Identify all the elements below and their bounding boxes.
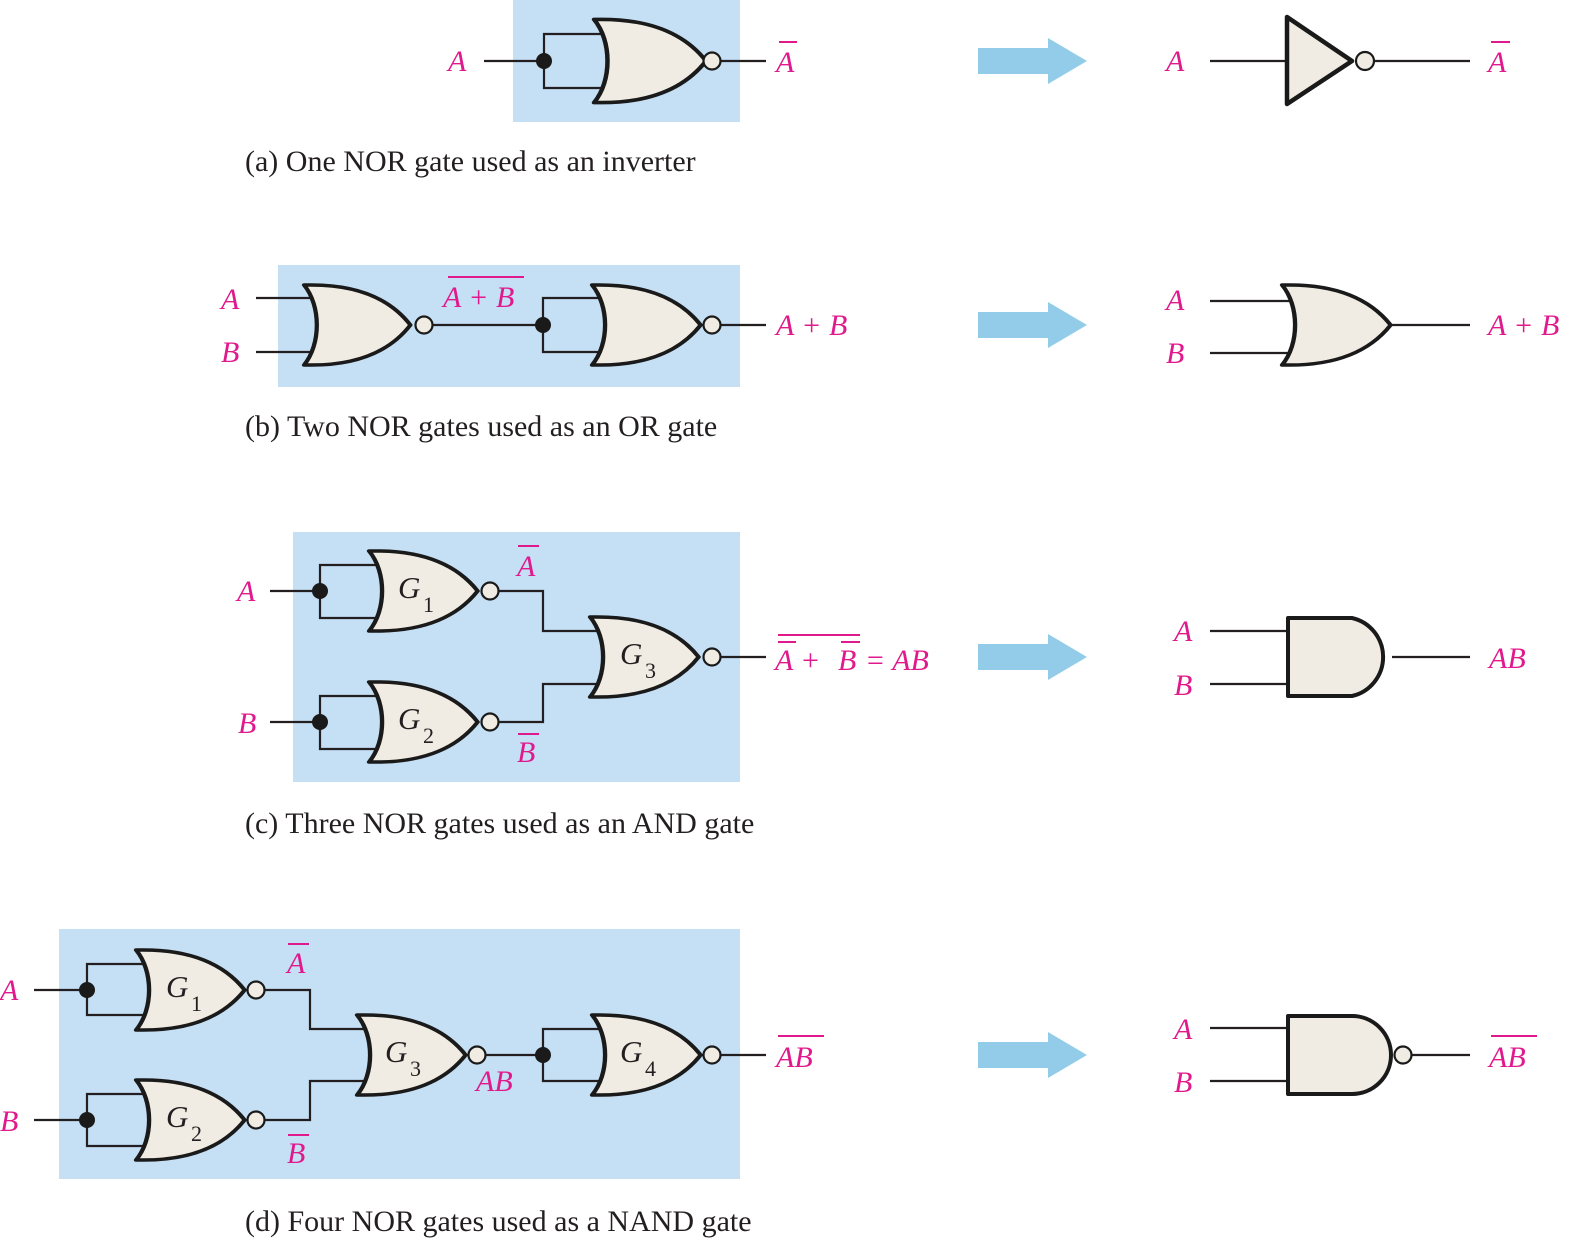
input-label-a: A <box>235 575 256 608</box>
equiv-input-label-a: A <box>1164 284 1185 317</box>
output-label-ab-bar: AB <box>774 1041 813 1074</box>
panel-c: G 1 G 2 G 3 A B A B A + B = AB (c) <box>235 532 1526 840</box>
equiv-input-label-b: B <box>1174 1066 1192 1099</box>
arrow-right-icon <box>978 302 1087 348</box>
caption-a: (a) One NOR gate used as an inverter <box>245 145 696 178</box>
equiv-output-label: AB <box>1487 1041 1526 1074</box>
input-label-a: A <box>446 45 467 78</box>
inversion-bubble-2 <box>702 315 722 335</box>
input-label-b: B <box>221 336 239 369</box>
gate-label-g1: G <box>166 969 188 1004</box>
equiv-output-label: AB <box>1487 642 1526 675</box>
and-gate <box>1286 616 1386 698</box>
equivalent-inverter: A A <box>1164 14 1510 107</box>
output-term-a: A <box>773 644 794 677</box>
inversion-bubble-g2 <box>480 712 500 732</box>
input-label-b: B <box>0 1105 18 1138</box>
gate-sub-g1: 1 <box>191 991 202 1016</box>
equivalent-nand-gate: A B AB <box>1172 1013 1537 1099</box>
inversion-bubble-g3 <box>467 1045 487 1065</box>
gate-sub-g3: 3 <box>410 1056 421 1081</box>
equiv-output-label: A <box>1486 46 1507 79</box>
output-plus: + <box>802 644 819 677</box>
equiv-input-label-b: B <box>1174 669 1192 702</box>
intermediate-label-b-bar: B <box>517 736 535 769</box>
gate-sub-g4: 4 <box>645 1056 656 1081</box>
gate-sub-g2: 2 <box>423 723 434 748</box>
gate-label-g3: G <box>385 1034 407 1069</box>
wire-g1-to-g3 <box>265 988 366 1031</box>
intermediate-label-a-bar: A <box>285 947 306 980</box>
junction-dot <box>79 982 95 998</box>
gate-sub-g1: 1 <box>423 592 434 617</box>
wire-g2-to-g3 <box>265 1079 366 1122</box>
intermediate-label-ab: AB <box>474 1065 513 1098</box>
output-expression: A + B = AB <box>773 634 929 677</box>
intermediate-label-a-bar: A <box>515 550 536 583</box>
input-label-a: A <box>0 974 19 1007</box>
arrow-right-icon <box>978 38 1087 84</box>
panel-b: A B A + B A + B (b) Two NOR gates used a… <box>219 265 1559 443</box>
or-gate <box>1282 285 1391 365</box>
inversion-bubble <box>1354 50 1376 72</box>
gate-label-g4: G <box>620 1034 642 1069</box>
intermediate-label-b-bar: B <box>287 1137 305 1170</box>
inversion-bubble-g3 <box>702 647 722 667</box>
junction-dot <box>536 53 552 69</box>
inversion-bubble <box>702 51 722 71</box>
gate-label-g2: G <box>166 1099 188 1134</box>
input-label-a: A <box>219 283 240 316</box>
inversion-bubble-g1 <box>480 581 500 601</box>
gate-label-g2: G <box>398 701 420 736</box>
output-label: A + B <box>774 309 847 342</box>
junction-dot <box>535 1047 551 1063</box>
nand-gate <box>1286 1014 1393 1096</box>
output-label-a-bar: A <box>774 46 795 79</box>
inversion-bubble-g2 <box>246 1110 266 1130</box>
caption-b: (b) Two NOR gates used as an OR gate <box>245 410 717 443</box>
inversion-bubble-g1 <box>246 980 266 1000</box>
wire-g1-to-g3 <box>499 589 600 633</box>
junction-dot <box>312 714 328 730</box>
equiv-input-label-a: A <box>1172 1013 1193 1046</box>
junction-dot <box>535 317 551 333</box>
equivalent-and-gate: A B AB <box>1172 615 1526 702</box>
inverter-gate <box>1284 14 1355 107</box>
gate-sub-g2: 2 <box>191 1121 202 1146</box>
gate-label-g1: G <box>398 570 420 605</box>
panel-a: A A (a) One NOR gate used as an inverter… <box>245 0 1510 178</box>
wire-g2-to-g3 <box>499 682 600 724</box>
caption-d: (d) Four NOR gates used as a NAND gate <box>245 1205 752 1238</box>
output-rhs: = AB <box>865 644 929 677</box>
arrow-right-icon <box>978 1032 1087 1078</box>
equiv-input-label-b: B <box>1166 337 1184 370</box>
junction-dot <box>79 1112 95 1128</box>
equiv-output-label: A + B <box>1486 309 1559 342</box>
equivalent-or-gate: A B A + B <box>1164 284 1559 370</box>
output-term-b: B <box>838 644 856 677</box>
inversion-bubble-g4 <box>702 1045 722 1065</box>
gate-sub-g3: 3 <box>645 658 656 683</box>
junction-dot <box>312 583 328 599</box>
intermediate-label: A + B <box>441 281 514 314</box>
equiv-input-label-a: A <box>1172 615 1193 648</box>
panel-d: G 1 G 2 G 3 G 4 A B A B AB AB (d) Four <box>0 929 1537 1238</box>
inversion-bubble-1 <box>414 315 434 335</box>
equiv-input-label-a: A <box>1164 45 1185 78</box>
caption-c: (c) Three NOR gates used as an AND gate <box>245 807 754 840</box>
arrow-right-icon <box>978 634 1087 680</box>
gate-label-g3: G <box>620 636 642 671</box>
inversion-bubble <box>1393 1045 1413 1065</box>
input-label-b: B <box>238 707 256 740</box>
